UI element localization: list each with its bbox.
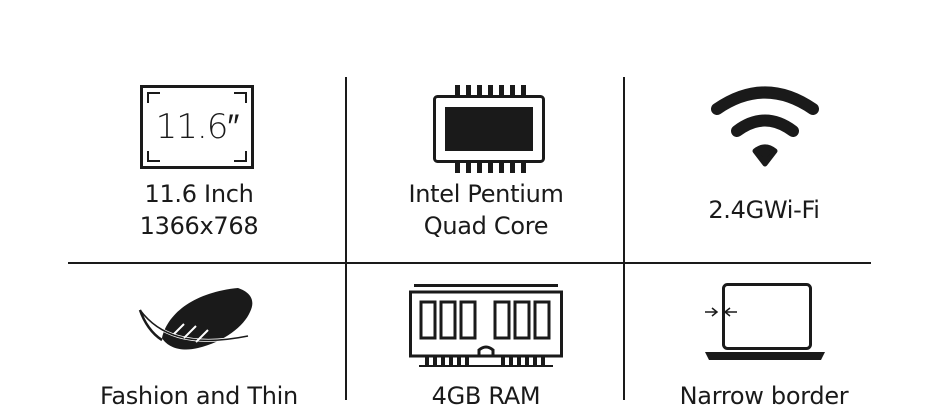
feature-label-line-2: 1366x768 xyxy=(139,212,259,240)
feather-icon xyxy=(138,286,256,358)
grid-divider-horizontal xyxy=(68,262,871,264)
feature-wifi: 2.4GWi-Fi xyxy=(625,0,903,262)
feature-screen-size: 11.6″ 11.6 Inch 1366x768 xyxy=(60,0,338,262)
feature-label-line-1: Intel Pentium xyxy=(408,180,564,208)
ram-module-icon xyxy=(409,284,563,372)
feature-label-line-1: 11.6 Inch xyxy=(144,180,254,208)
feature-ram: 4GB RAM xyxy=(347,262,625,410)
feature-narrow-border: Narrow border xyxy=(625,262,903,410)
laptop-icon xyxy=(703,282,827,364)
feature-label-line-2: Quad Core xyxy=(423,212,549,240)
grid-divider-vertical-left xyxy=(345,77,347,400)
feature-label-line-1: Fashion and Thin xyxy=(100,382,298,410)
screen-size-value: 11.6″ xyxy=(155,107,240,147)
cpu-chip-icon xyxy=(433,84,545,174)
feature-label-line-1: 2.4GWi-Fi xyxy=(708,196,820,224)
feature-cpu: Intel Pentium Quad Core xyxy=(347,0,625,262)
feature-thin: Fashion and Thin xyxy=(60,262,338,410)
feature-label-line-1: Narrow border xyxy=(679,382,849,410)
feature-label-line-1: 4GB RAM xyxy=(431,382,541,410)
wifi-icon xyxy=(709,84,821,168)
grid-divider-vertical-right xyxy=(623,77,625,400)
screen-size-icon: 11.6″ xyxy=(140,85,254,169)
